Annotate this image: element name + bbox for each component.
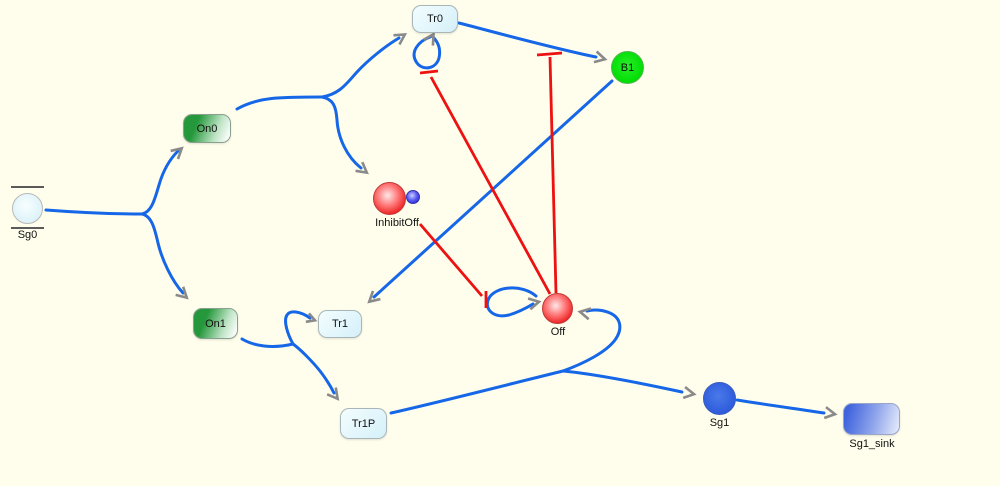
- node-on0[interactable]: On0: [183, 114, 231, 143]
- arrowhead-on1: [175, 286, 189, 300]
- node-sg1-sink-label: Sg1_sink: [849, 438, 895, 450]
- arrowhead-sg1-sink: [823, 406, 838, 420]
- edge-on1-stem[interactable]: [240, 337, 295, 348]
- node-inhibitoff[interactable]: [373, 182, 406, 215]
- node-off[interactable]: [542, 293, 573, 324]
- node-sg1-label: Sg1: [709, 417, 730, 429]
- arrowhead-off-loop: [527, 297, 542, 311]
- edge-on0-tr0[interactable]: [320, 36, 401, 99]
- edge-sg0-on0[interactable]: [140, 149, 180, 216]
- edge-on1-tr1[interactable]: [284, 310, 312, 346]
- arrowhead-tr0-loop: [422, 31, 435, 46]
- node-on1[interactable]: On1: [193, 308, 238, 339]
- node-tr1p-label: Tr1P: [351, 417, 376, 430]
- node-sg0-label: Sg0: [17, 229, 38, 241]
- arrowhead-b1: [593, 50, 608, 64]
- node-tr1-label: Tr1: [331, 318, 349, 330]
- node-tr1p[interactable]: Tr1P: [340, 408, 387, 439]
- arrowhead-tr1-from-b1: [367, 290, 381, 304]
- edge-tr1p-sg1[interactable]: [561, 369, 684, 394]
- arrowhead-tr0: [393, 32, 408, 46]
- edge-inhibitoff-inhibits-offloop[interactable]: [418, 223, 488, 308]
- arrowhead-tr1p: [326, 387, 340, 401]
- edge-tr1p-stem[interactable]: [389, 369, 565, 415]
- edge-tr0-selfloop[interactable]: [412, 35, 442, 70]
- edge-on0-inhibitoff[interactable]: [320, 95, 363, 170]
- edge-tr1p-off[interactable]: [561, 308, 622, 373]
- node-tr0-label: Tr0: [426, 13, 444, 25]
- sg0-bottom-line: [11, 227, 44, 229]
- node-b1-label: B1: [620, 61, 635, 74]
- node-sg0[interactable]: [12, 193, 43, 224]
- node-sg1-sink[interactable]: [843, 403, 900, 435]
- edge-off-inhibits-tr0loop[interactable]: [419, 69, 552, 295]
- edge-sg1-sink[interactable]: [735, 398, 826, 415]
- arrowhead-sg1: [682, 386, 697, 400]
- edge-off-selfloop[interactable]: [485, 286, 538, 318]
- arrowhead-inhibitoff: [355, 161, 369, 175]
- node-b1[interactable]: B1: [611, 51, 644, 84]
- node-tr1[interactable]: Tr1: [318, 310, 362, 338]
- edge-on1-tr1p[interactable]: [291, 342, 336, 395]
- edge-on0-stem[interactable]: [235, 95, 324, 111]
- arrowhead-off-from-tr1p: [577, 307, 592, 321]
- node-inhibitoff-label: InhibitOff: [375, 217, 419, 229]
- node-on1-label: On1: [205, 317, 226, 330]
- edge-tr0-b1[interactable]: [457, 21, 598, 59]
- edge-sg0-stem[interactable]: [44, 208, 144, 216]
- sg0-top-line: [11, 186, 44, 188]
- node-off-label: Off: [550, 326, 566, 338]
- arrowhead-tr1-from-on1: [305, 312, 318, 324]
- node-sg1[interactable]: [703, 382, 736, 415]
- edge-sg0-on1[interactable]: [140, 212, 185, 295]
- node-on0-label: On0: [196, 122, 218, 135]
- edge-off-inhibits-tr0b1[interactable]: [536, 51, 563, 294]
- node-tr0[interactable]: Tr0: [412, 5, 458, 33]
- arrowhead-on0: [170, 146, 184, 160]
- node-inhibitoff-cofactor[interactable]: [406, 190, 420, 204]
